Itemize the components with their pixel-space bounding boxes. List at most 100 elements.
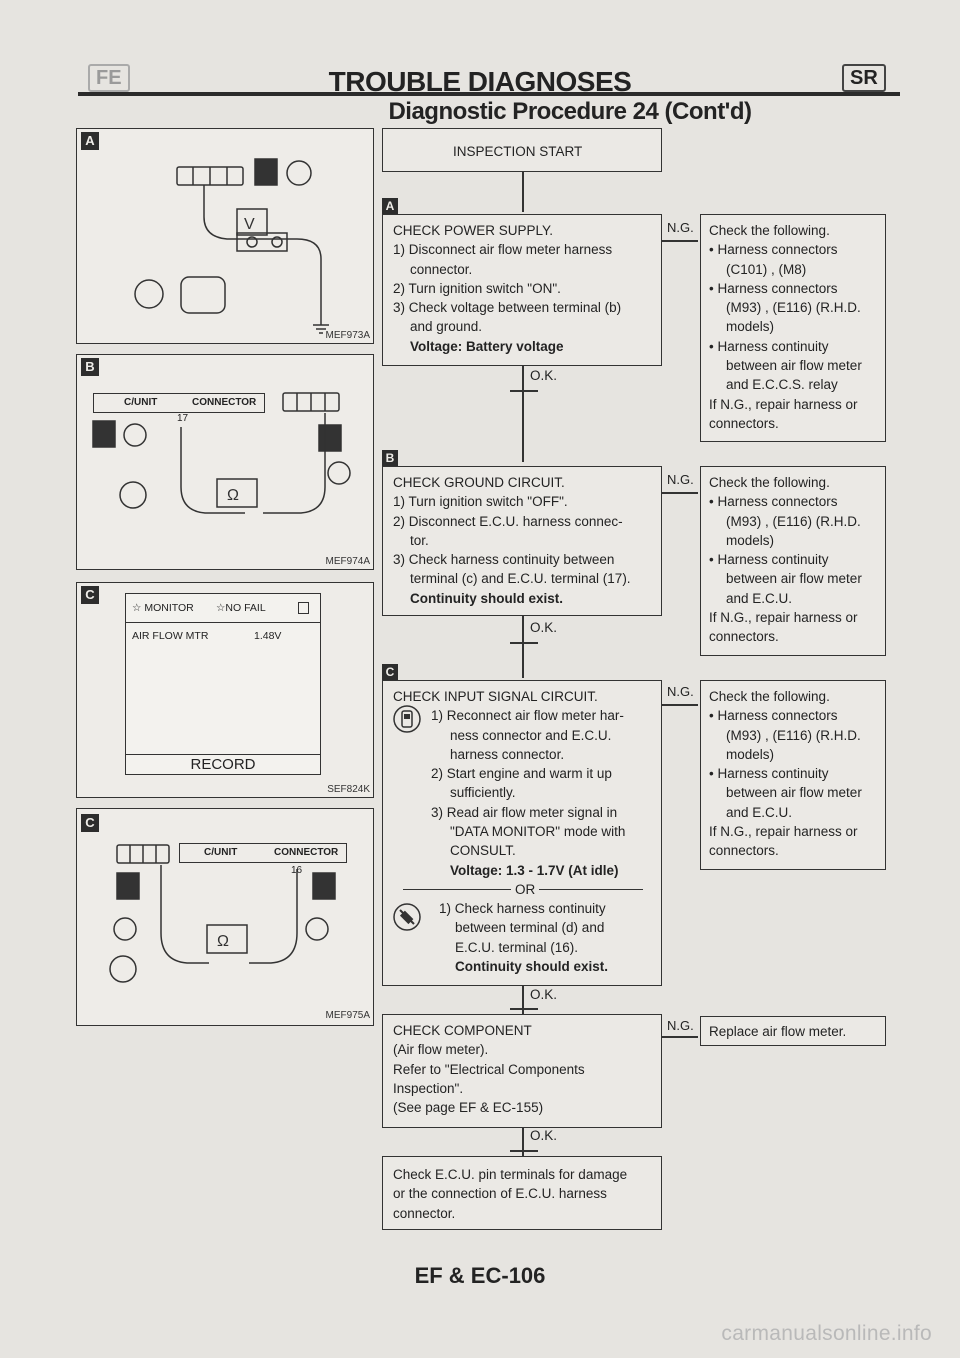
- step-line: 2) Turn ignition switch "ON".: [393, 280, 561, 296]
- step-line: 1) Disconnect air flow meter harness: [393, 242, 613, 258]
- ok-divider: [510, 1008, 538, 1010]
- ng-arrow: [662, 1036, 698, 1038]
- spec-value: Continuity should exist.: [455, 958, 609, 974]
- connector-codes: (M93) , (E116) (R.H.D.: [726, 727, 861, 743]
- step-line: 3) Read air flow meter signal in: [431, 804, 618, 820]
- result-line: connectors.: [709, 629, 779, 645]
- spec-value: Voltage: 1.3 - 1.7V (At idle): [450, 862, 619, 878]
- page-title: TROUBLE DIAGNOSES: [328, 66, 632, 97]
- result-line: Check the following.: [709, 223, 830, 238]
- result-line: connectors.: [709, 415, 779, 431]
- no-fail-text: NO FAIL: [225, 602, 266, 614]
- figure-c-consult-screen: C ☆ MONITOR ☆NO FAIL AIR FLOW MTR 1.48V …: [76, 582, 374, 798]
- inspection-start-box: INSPECTION START: [382, 128, 662, 172]
- page-subtitle: Diagnostic Procedure 24 (Cont'd): [388, 98, 752, 125]
- result-line: connectors.: [709, 843, 779, 859]
- monitor-item: AIR FLOW MTR: [132, 630, 209, 642]
- step-line: connector.: [410, 261, 473, 277]
- result-box-4: Replace air flow meter.: [700, 1016, 886, 1046]
- result-line: models): [726, 746, 775, 762]
- step-line: connector.: [393, 1205, 456, 1221]
- step-label: A: [382, 198, 398, 214]
- connector-line: [522, 172, 524, 212]
- figure-code: MEF973A: [325, 330, 370, 341]
- result-line: models): [726, 319, 775, 335]
- section-tag-left: FE: [88, 64, 130, 92]
- cunit-label: C/UNIT: [124, 397, 158, 408]
- result-line: • Harness continuity: [709, 766, 829, 782]
- ng-label: N.G.: [667, 220, 694, 235]
- ohmmeter-diagram: Ω: [92, 392, 351, 514]
- cunit-connector-label: C/UNIT CONNECTOR: [93, 393, 265, 413]
- figure-code: SEF824K: [327, 784, 370, 795]
- ok-label: O.K.: [530, 1128, 558, 1143]
- step-line: between terminal (d) and: [455, 920, 605, 936]
- step-line: 1) Reconnect air flow meter har-: [431, 708, 624, 724]
- step-check-ground-circuit: CHECK GROUND CIRCUIT. 1) Turn ignition s…: [382, 466, 662, 616]
- result-line: • Harness connectors: [709, 494, 838, 510]
- result-line: models): [726, 532, 775, 548]
- voltmeter-diagram: V: [134, 158, 329, 334]
- meter-label: Ω: [217, 933, 229, 950]
- ng-arrow: [662, 240, 698, 242]
- start-text: INSPECTION START: [453, 144, 583, 159]
- figure-label: A: [81, 132, 99, 150]
- pin-number: 17: [177, 413, 189, 424]
- spec-value: Voltage: Battery voltage: [410, 338, 564, 354]
- connector-codes: (M93) , (E116) (R.H.D.: [726, 513, 861, 529]
- step-line: "DATA MONITOR" mode with: [450, 824, 626, 840]
- record-button: RECORD: [126, 754, 320, 774]
- meter-label: V: [244, 216, 255, 233]
- figure-a-power-supply: A V MEF973A: [76, 128, 374, 344]
- result-line: between air flow meter: [726, 571, 862, 587]
- watermark: carmanualsonline.info: [721, 1322, 932, 1345]
- step-line: 2) Start engine and warm it up: [431, 766, 612, 782]
- step-label: B: [382, 450, 398, 466]
- result-line: If N.G., repair harness or: [709, 610, 858, 626]
- tester-icon: [393, 903, 421, 931]
- connector-label: CONNECTOR: [274, 847, 339, 858]
- step-title: CHECK GROUND CIRCUIT.: [393, 475, 565, 490]
- connector-line: [522, 366, 524, 462]
- figure-label: C: [81, 586, 99, 604]
- step-line: (See page EF & EC-155): [393, 1100, 544, 1116]
- ohmmeter-diagram: Ω: [109, 844, 336, 983]
- meter-label: Ω: [227, 487, 239, 504]
- figure-code: MEF975A: [325, 1010, 370, 1021]
- ok-divider: [510, 390, 538, 392]
- step-line: CONSULT.: [450, 843, 516, 859]
- ng-label: N.G.: [667, 472, 694, 487]
- figure-label: B: [81, 358, 99, 376]
- status-box: [298, 602, 309, 614]
- step-line: 2) Disconnect E.C.U. harness connec-: [393, 513, 623, 529]
- ok-divider: [510, 1150, 538, 1152]
- ng-label: N.G.: [667, 684, 694, 699]
- result-line: Replace air flow meter.: [709, 1024, 847, 1039]
- figure-b-ground-circuit: B C/UNIT CONNECTOR 17 Ω MEF974A: [76, 354, 374, 570]
- step-line: 3) Check harness continuity between: [393, 552, 615, 568]
- step-check-input-signal: CHECK INPUT SIGNAL CIRCUIT. 1) Reconnect…: [382, 680, 662, 986]
- result-line: and E.C.U.: [726, 590, 793, 606]
- ok-label: O.K.: [530, 368, 558, 383]
- ok-label: O.K.: [530, 620, 558, 635]
- ng-arrow: [662, 492, 698, 494]
- result-line: and E.C.U.: [726, 804, 793, 820]
- result-box-3: Check the following. • Harness connector…: [700, 680, 886, 870]
- step-line: (Air flow meter).: [393, 1042, 489, 1058]
- step-line: E.C.U. terminal (16).: [455, 939, 579, 955]
- step-check-ecu-pins: Check E.C.U. pin terminals for damage or…: [382, 1156, 662, 1230]
- figure-code: MEF974A: [325, 556, 370, 567]
- step-line: Refer to "Electrical Components: [393, 1061, 585, 1077]
- result-line: • Harness continuity: [709, 552, 829, 568]
- spec-value: Continuity should exist.: [410, 590, 564, 606]
- result-line: • Harness connectors: [709, 242, 838, 258]
- step-line: Check E.C.U. pin terminals for damage: [393, 1167, 628, 1182]
- step-title: CHECK INPUT SIGNAL CIRCUIT.: [393, 689, 598, 704]
- connector-line: [522, 986, 524, 1018]
- or-text: OR: [511, 879, 540, 900]
- divider: [126, 622, 320, 623]
- section-tag-sr: SR: [842, 64, 886, 92]
- step-line: Inspection".: [393, 1080, 464, 1096]
- result-line: and E.C.C.S. relay: [726, 377, 838, 393]
- step-title: CHECK POWER SUPPLY.: [393, 223, 554, 238]
